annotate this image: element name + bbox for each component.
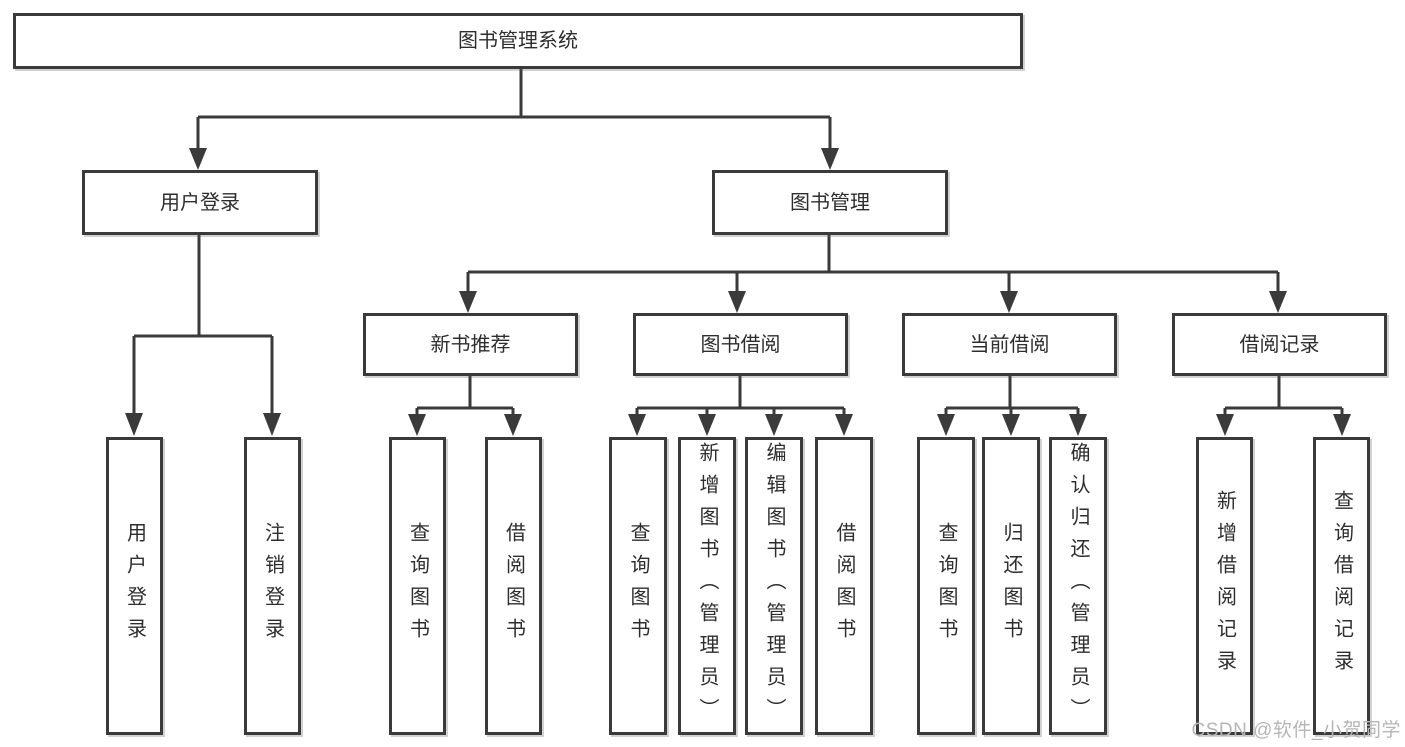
leaf-user-login: 用户登录: [106, 437, 163, 735]
leaf-query-book-borrow-label: 查询图书: [627, 522, 649, 650]
node-current-borrow-label: 当前借阅: [969, 333, 1050, 356]
node-user-login-label: 用户登录: [160, 191, 240, 214]
node-borrow-record-label: 借阅记录: [1239, 333, 1320, 356]
leaf-borrow-book: 借阅图书: [815, 437, 873, 735]
node-book-management-label: 图书管理: [790, 191, 870, 214]
leaf-borrow-book-recommend-label: 借阅图书: [502, 522, 525, 650]
leaf-add-borrow-record: 新增借阅记录: [1196, 437, 1253, 735]
leaf-add-borrow-record-label: 新增借阅记录: [1213, 490, 1236, 682]
csdn-watermark: CSDN @软件_小贺同学: [1191, 720, 1401, 741]
leaf-user-login-label: 用户登录: [123, 522, 146, 650]
leaf-query-book-recommend-label: 查询图书: [406, 522, 429, 650]
node-book-borrow: 图书借阅: [633, 313, 848, 376]
leaf-query-borrow-record: 查询借阅记录: [1313, 437, 1370, 735]
leaf-edit-book-admin: 编辑图书（管理员）: [745, 437, 803, 735]
leaf-query-book-current: 查询图书: [917, 437, 975, 735]
node-new-book-recommend-label: 新书推荐: [430, 333, 511, 356]
leaf-borrow-book-label: 借阅图书: [833, 522, 855, 650]
node-book-borrow-label: 图书借阅: [700, 333, 781, 356]
leaf-edit-book-admin-label: 编辑图书（管理员）: [763, 442, 785, 730]
node-new-book-recommend: 新书推荐: [363, 313, 578, 376]
node-user-login: 用户登录: [82, 170, 318, 235]
leaf-confirm-return-admin-label: 确认归还（管理员）: [1067, 442, 1089, 730]
arrowheads: [125, 148, 1351, 436]
leaf-logout: 注销登录: [244, 437, 301, 735]
node-borrow-record: 借阅记录: [1172, 313, 1387, 376]
node-root-system: 图书管理系统: [13, 13, 1023, 69]
leaf-query-book-recommend: 查询图书: [389, 437, 446, 735]
leaf-add-book-admin: 新增图书（管理员）: [678, 437, 736, 735]
leaf-query-borrow-record-label: 查询借阅记录: [1330, 490, 1353, 682]
leaf-confirm-return-admin: 确认归还（管理员）: [1049, 437, 1107, 735]
leaf-query-book-current-label: 查询图书: [935, 522, 957, 650]
node-root-label: 图书管理系统: [458, 30, 578, 52]
leaf-borrow-book-recommend: 借阅图书: [485, 437, 542, 735]
leaf-return-book: 归还图书: [982, 437, 1040, 735]
leaf-query-book-borrow: 查询图书: [609, 437, 667, 735]
leaf-add-book-admin-label: 新增图书（管理员）: [696, 442, 718, 730]
leaf-logout-label: 注销登录: [261, 522, 284, 650]
leaf-return-book-label: 归还图书: [1000, 522, 1022, 650]
node-current-borrow: 当前借阅: [902, 313, 1117, 376]
node-book-management: 图书管理: [712, 170, 948, 235]
